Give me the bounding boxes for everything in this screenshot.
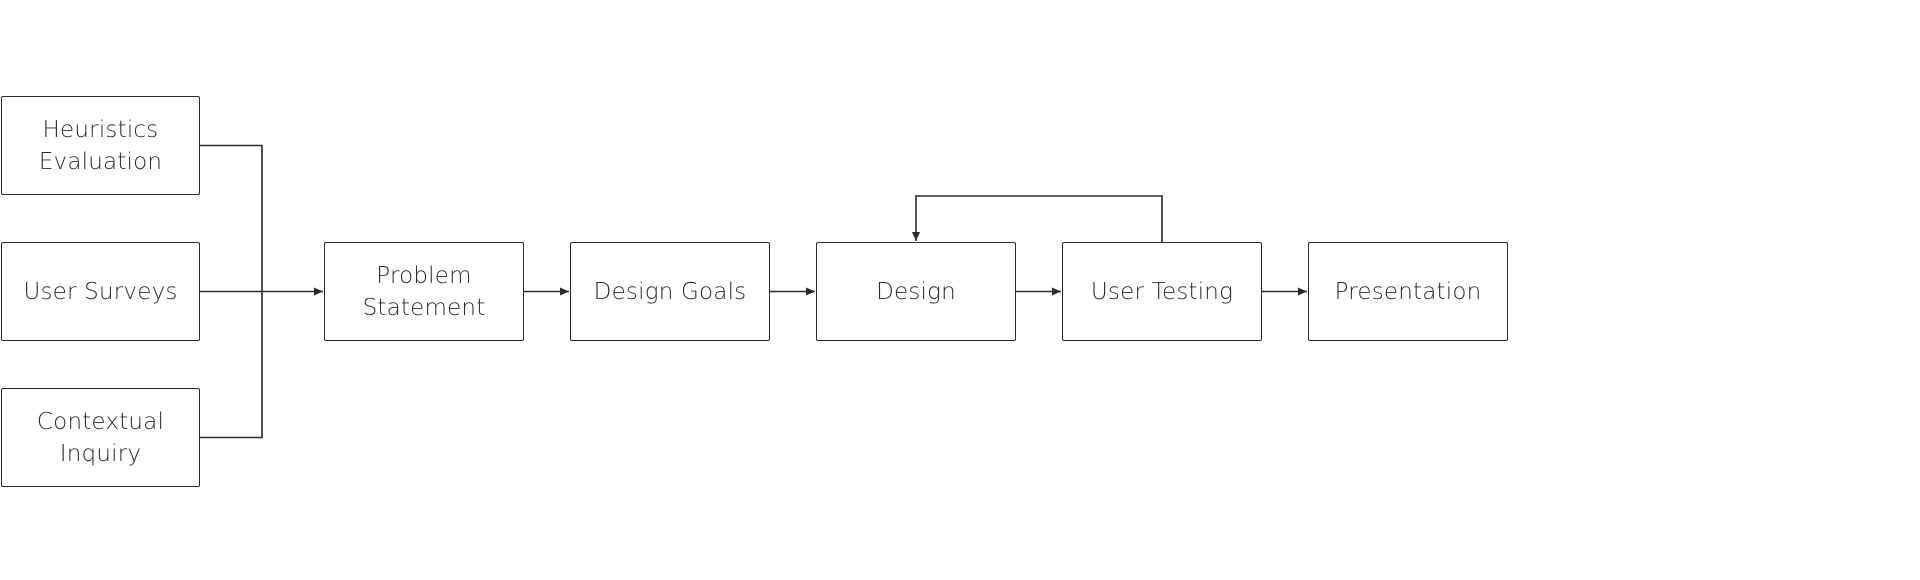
node-design-goals: Design Goals xyxy=(570,242,770,341)
node-design: Design xyxy=(816,242,1016,341)
node-label: Problem Statement xyxy=(362,262,486,321)
node-label: User Testing xyxy=(1090,278,1234,305)
node-problem-statement: Problem Statement xyxy=(324,242,524,341)
node-label: Presentation xyxy=(1334,278,1482,305)
node-contextual-inquiry: Contextual Inquiry xyxy=(1,388,200,487)
connector-heuristics xyxy=(200,144,263,292)
node-label: Heuristics Evaluation xyxy=(38,116,163,175)
node-presentation: Presentation xyxy=(1308,242,1508,341)
node-user-testing: User Testing xyxy=(1062,242,1262,341)
node-label: Design xyxy=(876,278,956,305)
connector-inquiry xyxy=(200,291,263,439)
node-heuristics-evaluation: Heuristics Evaluation xyxy=(1,96,200,195)
node-user-surveys: User Surveys xyxy=(1,242,200,341)
arrow-testing-back-to-design xyxy=(912,195,1163,242)
node-label: User Surveys xyxy=(23,278,178,305)
node-label: Contextual Inquiry xyxy=(36,408,165,467)
node-label: Design Goals xyxy=(593,278,747,305)
